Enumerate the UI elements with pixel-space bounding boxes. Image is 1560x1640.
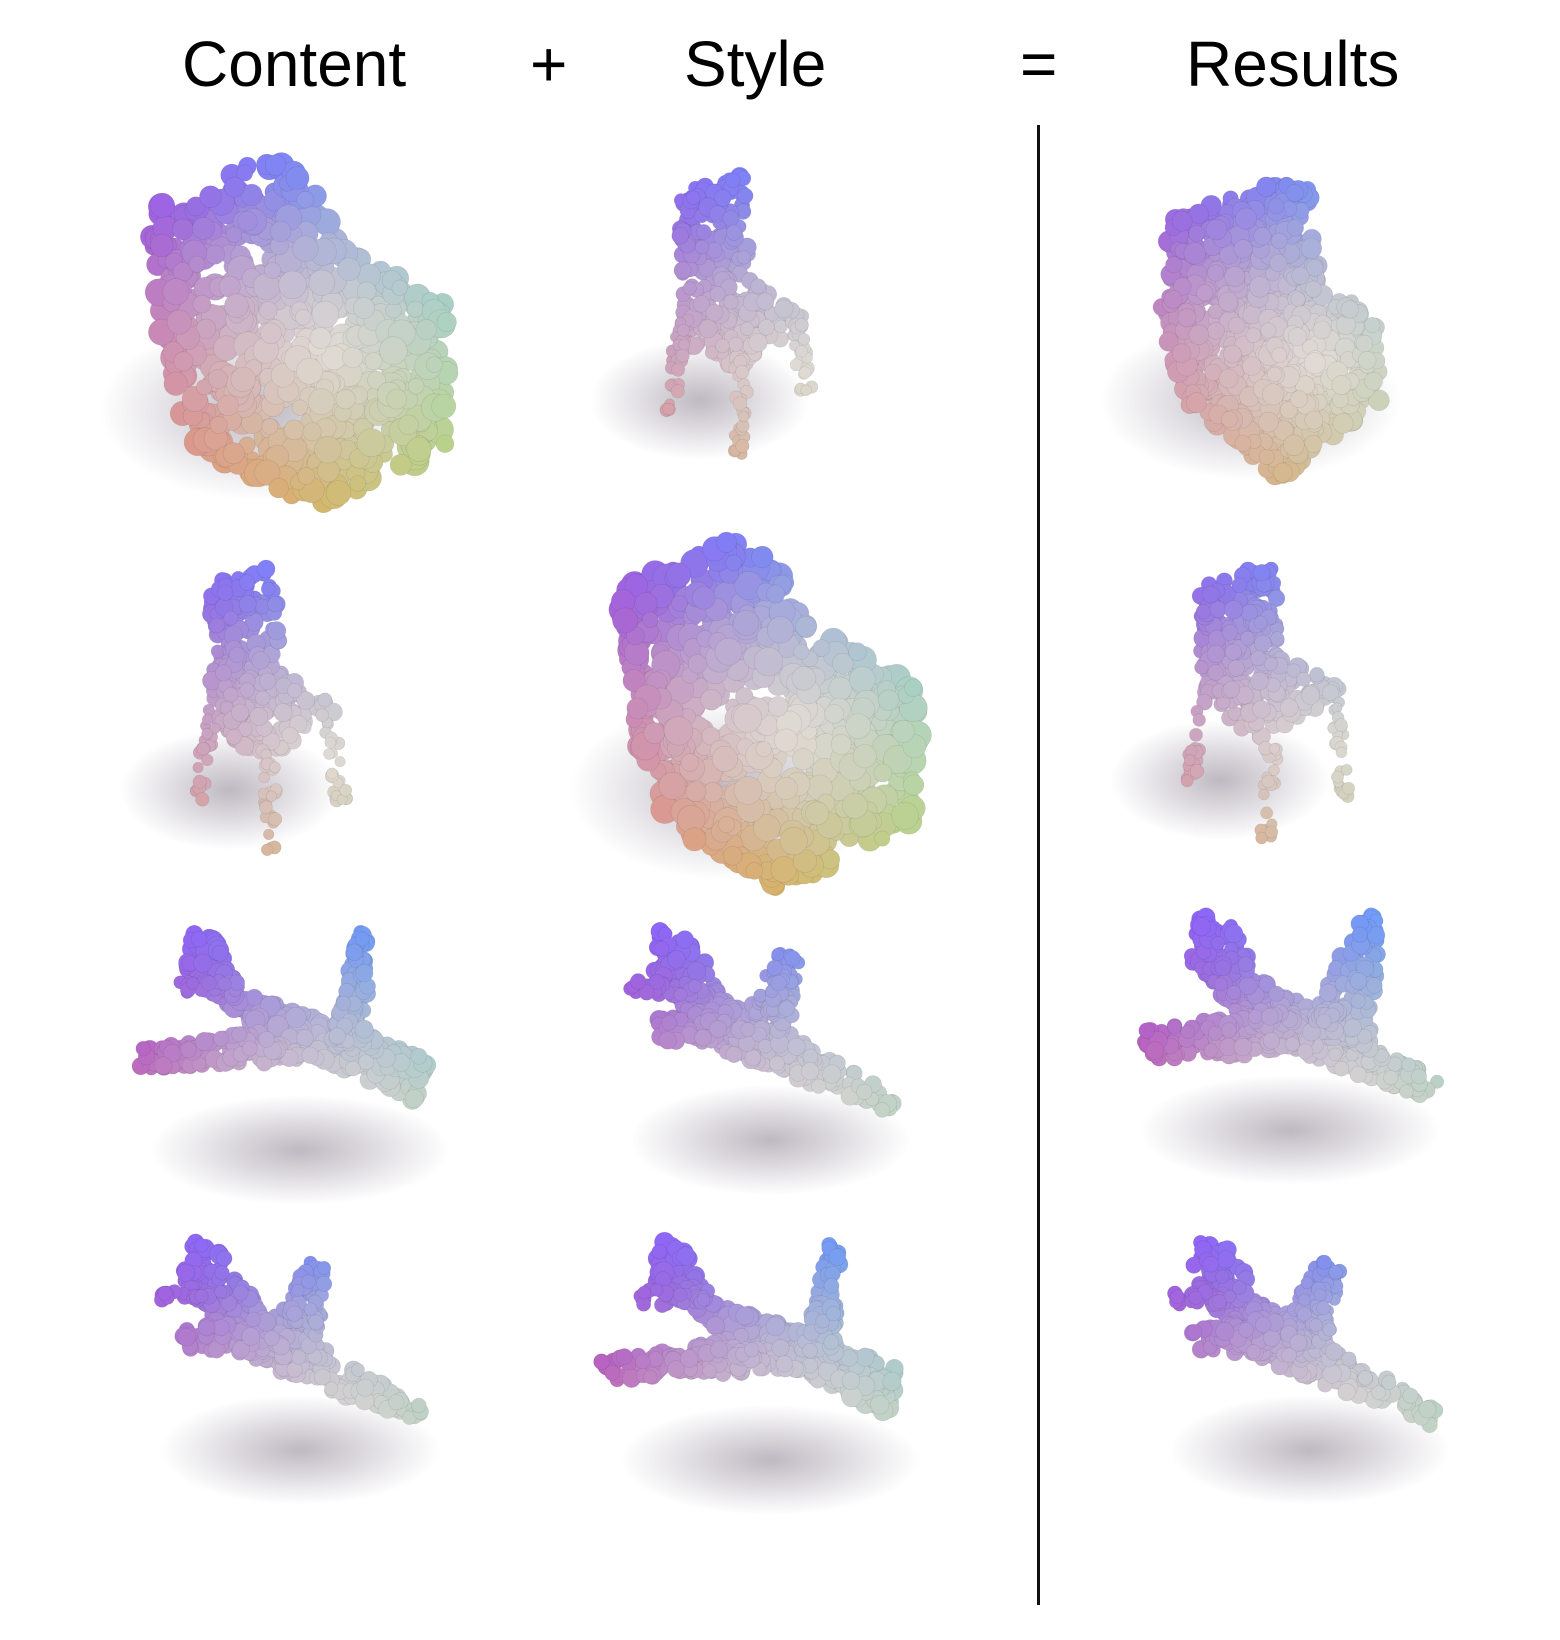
column-header-results: Results xyxy=(1186,28,1400,100)
point-cloud-render xyxy=(131,924,450,1205)
column-header-content: Content xyxy=(182,28,407,100)
plus-symbol: + xyxy=(530,28,568,100)
content-chair-row2 xyxy=(90,550,560,930)
point-cloud-render xyxy=(1100,176,1400,486)
result-airliner-row3 xyxy=(1110,900,1560,1280)
equals-symbol: = xyxy=(1020,28,1058,100)
point-cloud-render xyxy=(1110,561,1355,845)
style-chair-row1 xyxy=(560,160,1030,540)
content-armchair-row1 xyxy=(90,140,560,520)
result-jet-row4 xyxy=(1110,1220,1560,1600)
point-cloud-render xyxy=(100,152,459,514)
style-jet-row3 xyxy=(570,910,1040,1290)
point-cloud-render xyxy=(1167,1234,1450,1505)
point-cloud-render xyxy=(154,1233,440,1505)
column-divider xyxy=(1037,125,1040,1605)
result-chair-row2 xyxy=(1080,540,1550,920)
point-cloud-render xyxy=(623,922,910,1195)
point-cloud-render xyxy=(120,559,354,856)
content-airliner-row3 xyxy=(100,910,570,1290)
point-cloud-render xyxy=(570,531,932,897)
result-armchair-row1 xyxy=(1080,150,1550,530)
style-airliner-row4 xyxy=(570,1220,1040,1600)
point-cloud-render xyxy=(1136,907,1445,1185)
content-jet-row4 xyxy=(100,1220,570,1600)
style-armchair-row2 xyxy=(560,520,1030,900)
point-cloud-render xyxy=(590,166,819,460)
column-header-style: Style xyxy=(684,28,827,100)
point-cloud-render xyxy=(593,1231,920,1515)
